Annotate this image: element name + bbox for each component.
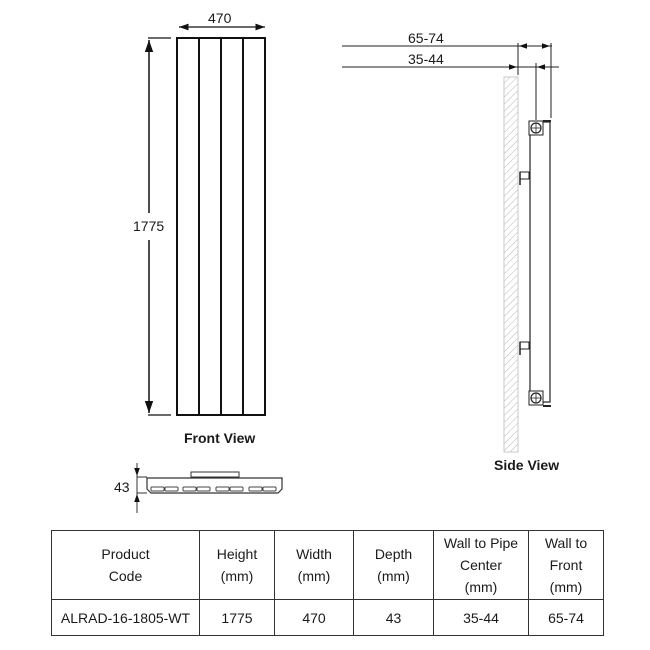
front-width-label: 470 [208,10,232,26]
depth-label: 43 [114,479,130,495]
cell-width: 470 [274,599,354,636]
front-view-drawing [144,23,266,416]
cell-depth: 43 [353,599,434,636]
cell-height: 1775 [199,599,275,636]
cell-product-code: ALRAD-16-1805-WT [51,599,200,636]
header-depth: Depth(mm) [353,530,434,600]
front-view-title: Front View [184,430,256,446]
side-view-drawing [342,43,559,453]
side-view-title: Side View [494,457,560,473]
header-height: Height(mm) [199,530,275,600]
front-height-label: 1775 [133,218,165,234]
wall-to-front-dimension-label: 65-74 [408,30,444,46]
header-width: Width(mm) [274,530,354,600]
table-row: ALRAD-16-1805-WT 1775 470 43 35-44 65-74 [51,599,604,636]
cell-wall-to-pipe-center: 35-44 [433,599,529,636]
cell-wall-to-front: 65-74 [528,599,604,636]
wall-to-pipe-dimension-label: 35-44 [408,51,444,67]
top-view-drawing [134,463,283,513]
